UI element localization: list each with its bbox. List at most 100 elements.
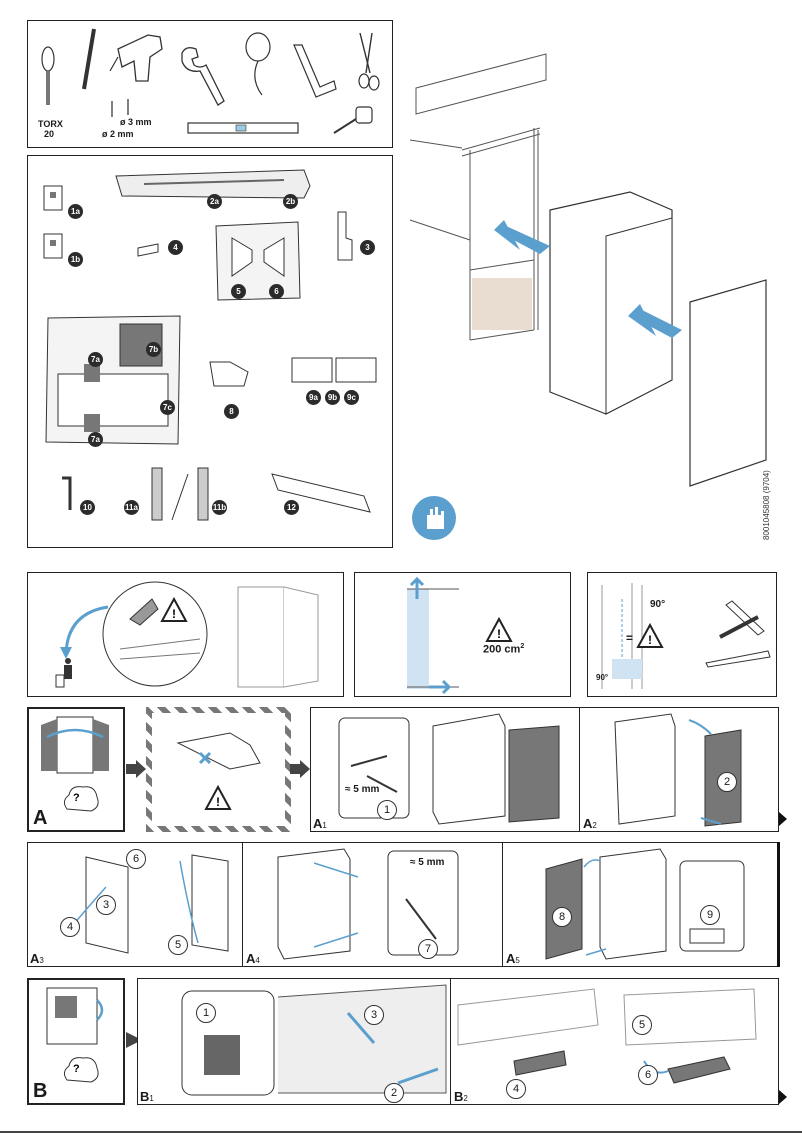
hinge-screw-detail: [338, 717, 410, 819]
warning-icon: !: [160, 596, 188, 622]
a4-number: 7: [418, 939, 438, 959]
divider: [502, 843, 503, 966]
step-a-panel: ? A: [27, 707, 125, 832]
arrow-right-icon: [779, 1090, 787, 1104]
warning-icon: !: [636, 622, 664, 648]
divider: [242, 843, 243, 966]
svg-text:!: !: [216, 795, 220, 809]
plate-9-icon: [291, 357, 377, 383]
a5-num8: 8: [552, 907, 572, 927]
a5-label: A5: [506, 951, 520, 966]
tools-panel: TORX 20 ø 3 mm ø 2 mm: [27, 20, 393, 148]
kitchen-niche-illustration: [409, 53, 767, 487]
parts-panel: 1a 1b 2a 2b 4 5 6 3 7a 7b 7c 7a 8: [27, 155, 393, 548]
wrench-icon: [181, 47, 225, 106]
drill-bit-2: ø 2 mm: [102, 129, 134, 139]
b1-freezer-illustration: [277, 984, 447, 1094]
step-b-letter: B: [33, 1080, 48, 1102]
part-7a-bottom-badge: 7a: [88, 432, 103, 447]
part-9a-badge: 9a: [306, 390, 321, 405]
ventilation-area: 200 cm2: [483, 643, 525, 656]
part-6-badge: 6: [269, 284, 284, 299]
spirit-level-icon: [187, 122, 299, 134]
a3-num6: 6: [126, 849, 146, 869]
drill-bit-3: ø 3 mm: [120, 117, 152, 127]
part-2a-badge: 2a: [207, 194, 222, 209]
lock-detail-circle: [102, 581, 208, 687]
a4-cabinet-illustration: [277, 848, 359, 960]
b1-detail-circle: [181, 990, 275, 1096]
torx-size: 20: [44, 129, 55, 139]
arrow-right-icon: [290, 760, 310, 778]
spacer-4-icon: [137, 243, 159, 257]
a2-number: 2: [717, 772, 737, 792]
b2-door-illustration: [457, 988, 757, 1084]
b1-num2: 2: [384, 1083, 404, 1103]
step-a1-a2-panel: ≈ 5 mm 1 A1 2 A2: [310, 707, 779, 832]
divider: [579, 708, 580, 831]
warning-icon: !: [204, 784, 232, 810]
step-a-letter: A: [33, 807, 48, 829]
part-7b-badge: 7b: [146, 342, 161, 357]
angle-bottom-label: 90°: [596, 673, 609, 682]
a3-num3: 3: [96, 895, 116, 915]
svg-text:!: !: [172, 607, 176, 621]
step-b-panel: ? B: [27, 978, 125, 1105]
strip-11b-icon: [197, 467, 209, 521]
fridge-door-open-illustration: [432, 713, 560, 825]
a3-label: A3: [30, 951, 44, 966]
warning-icon: !: [485, 616, 513, 642]
a1-measure: ≈ 5 mm: [345, 784, 380, 795]
b2-label: B2: [454, 1089, 468, 1104]
document-id: 8001045808 (9704): [762, 470, 771, 540]
drill-icon: [109, 34, 163, 82]
b2-num6: 6: [638, 1065, 658, 1085]
part-10-badge: 10: [80, 500, 95, 515]
equals-label: =: [626, 631, 634, 645]
freezer-door-icon: [46, 987, 104, 1045]
b2-num5: 5: [632, 1015, 652, 1035]
tape-measure-icon: [333, 106, 373, 134]
arrow-right-icon: [126, 760, 146, 778]
a5-num9: 9: [700, 905, 720, 925]
screwdriver-icon: [41, 46, 55, 105]
scissors-icon: [358, 32, 380, 91]
svg-text:!: !: [497, 627, 501, 641]
part-7a-top-badge: 7a: [88, 352, 103, 367]
cover-12-icon: [271, 473, 371, 513]
trash-bin-icon: [55, 658, 72, 688]
level-tool-icon: [705, 650, 771, 668]
svg-text:!: !: [648, 633, 652, 647]
side-marker: [777, 842, 780, 967]
hardware-bag-7-icon: [45, 315, 181, 445]
a4-label: A4: [246, 951, 260, 966]
cover-strip-2-icon: [115, 169, 311, 199]
try-square-icon: [293, 44, 337, 98]
fridge-doors-icon: [41, 716, 109, 774]
part-1a-badge: 1a: [68, 204, 83, 219]
ventilation-panel: ! 200 cm2: [354, 572, 571, 697]
warning-hatched-panel: !: [146, 707, 291, 832]
a4-measure: ≈ 5 mm: [410, 857, 445, 868]
angle-top-label: 90°: [650, 599, 666, 610]
torx-label: TORX: [38, 119, 63, 129]
part-7c-badge: 7c: [160, 400, 175, 415]
help-cloud-icon: ?: [63, 786, 99, 812]
a3-num4: 4: [60, 917, 80, 937]
pencil-icon: [82, 28, 96, 90]
door-hinge-pinch-illustration: [176, 732, 261, 770]
template-5-6-icon: [215, 221, 301, 301]
niche-ventilation-illustration: [407, 576, 459, 695]
footer-rule: [0, 1131, 802, 1133]
hinge-3-icon: [337, 211, 353, 261]
part-9b-badge: 9b: [325, 390, 340, 405]
a3-num5: 5: [168, 935, 188, 955]
svg-text:?: ?: [73, 1063, 80, 1075]
b1-label: B1: [140, 1089, 154, 1104]
cable-icon: [245, 32, 271, 96]
strip-11a-icon: [151, 467, 163, 521]
slash-divider: [171, 473, 189, 521]
a1-label: A1: [313, 816, 327, 831]
part-8-icon: [209, 361, 249, 387]
part-12-badge: 12: [284, 500, 299, 515]
